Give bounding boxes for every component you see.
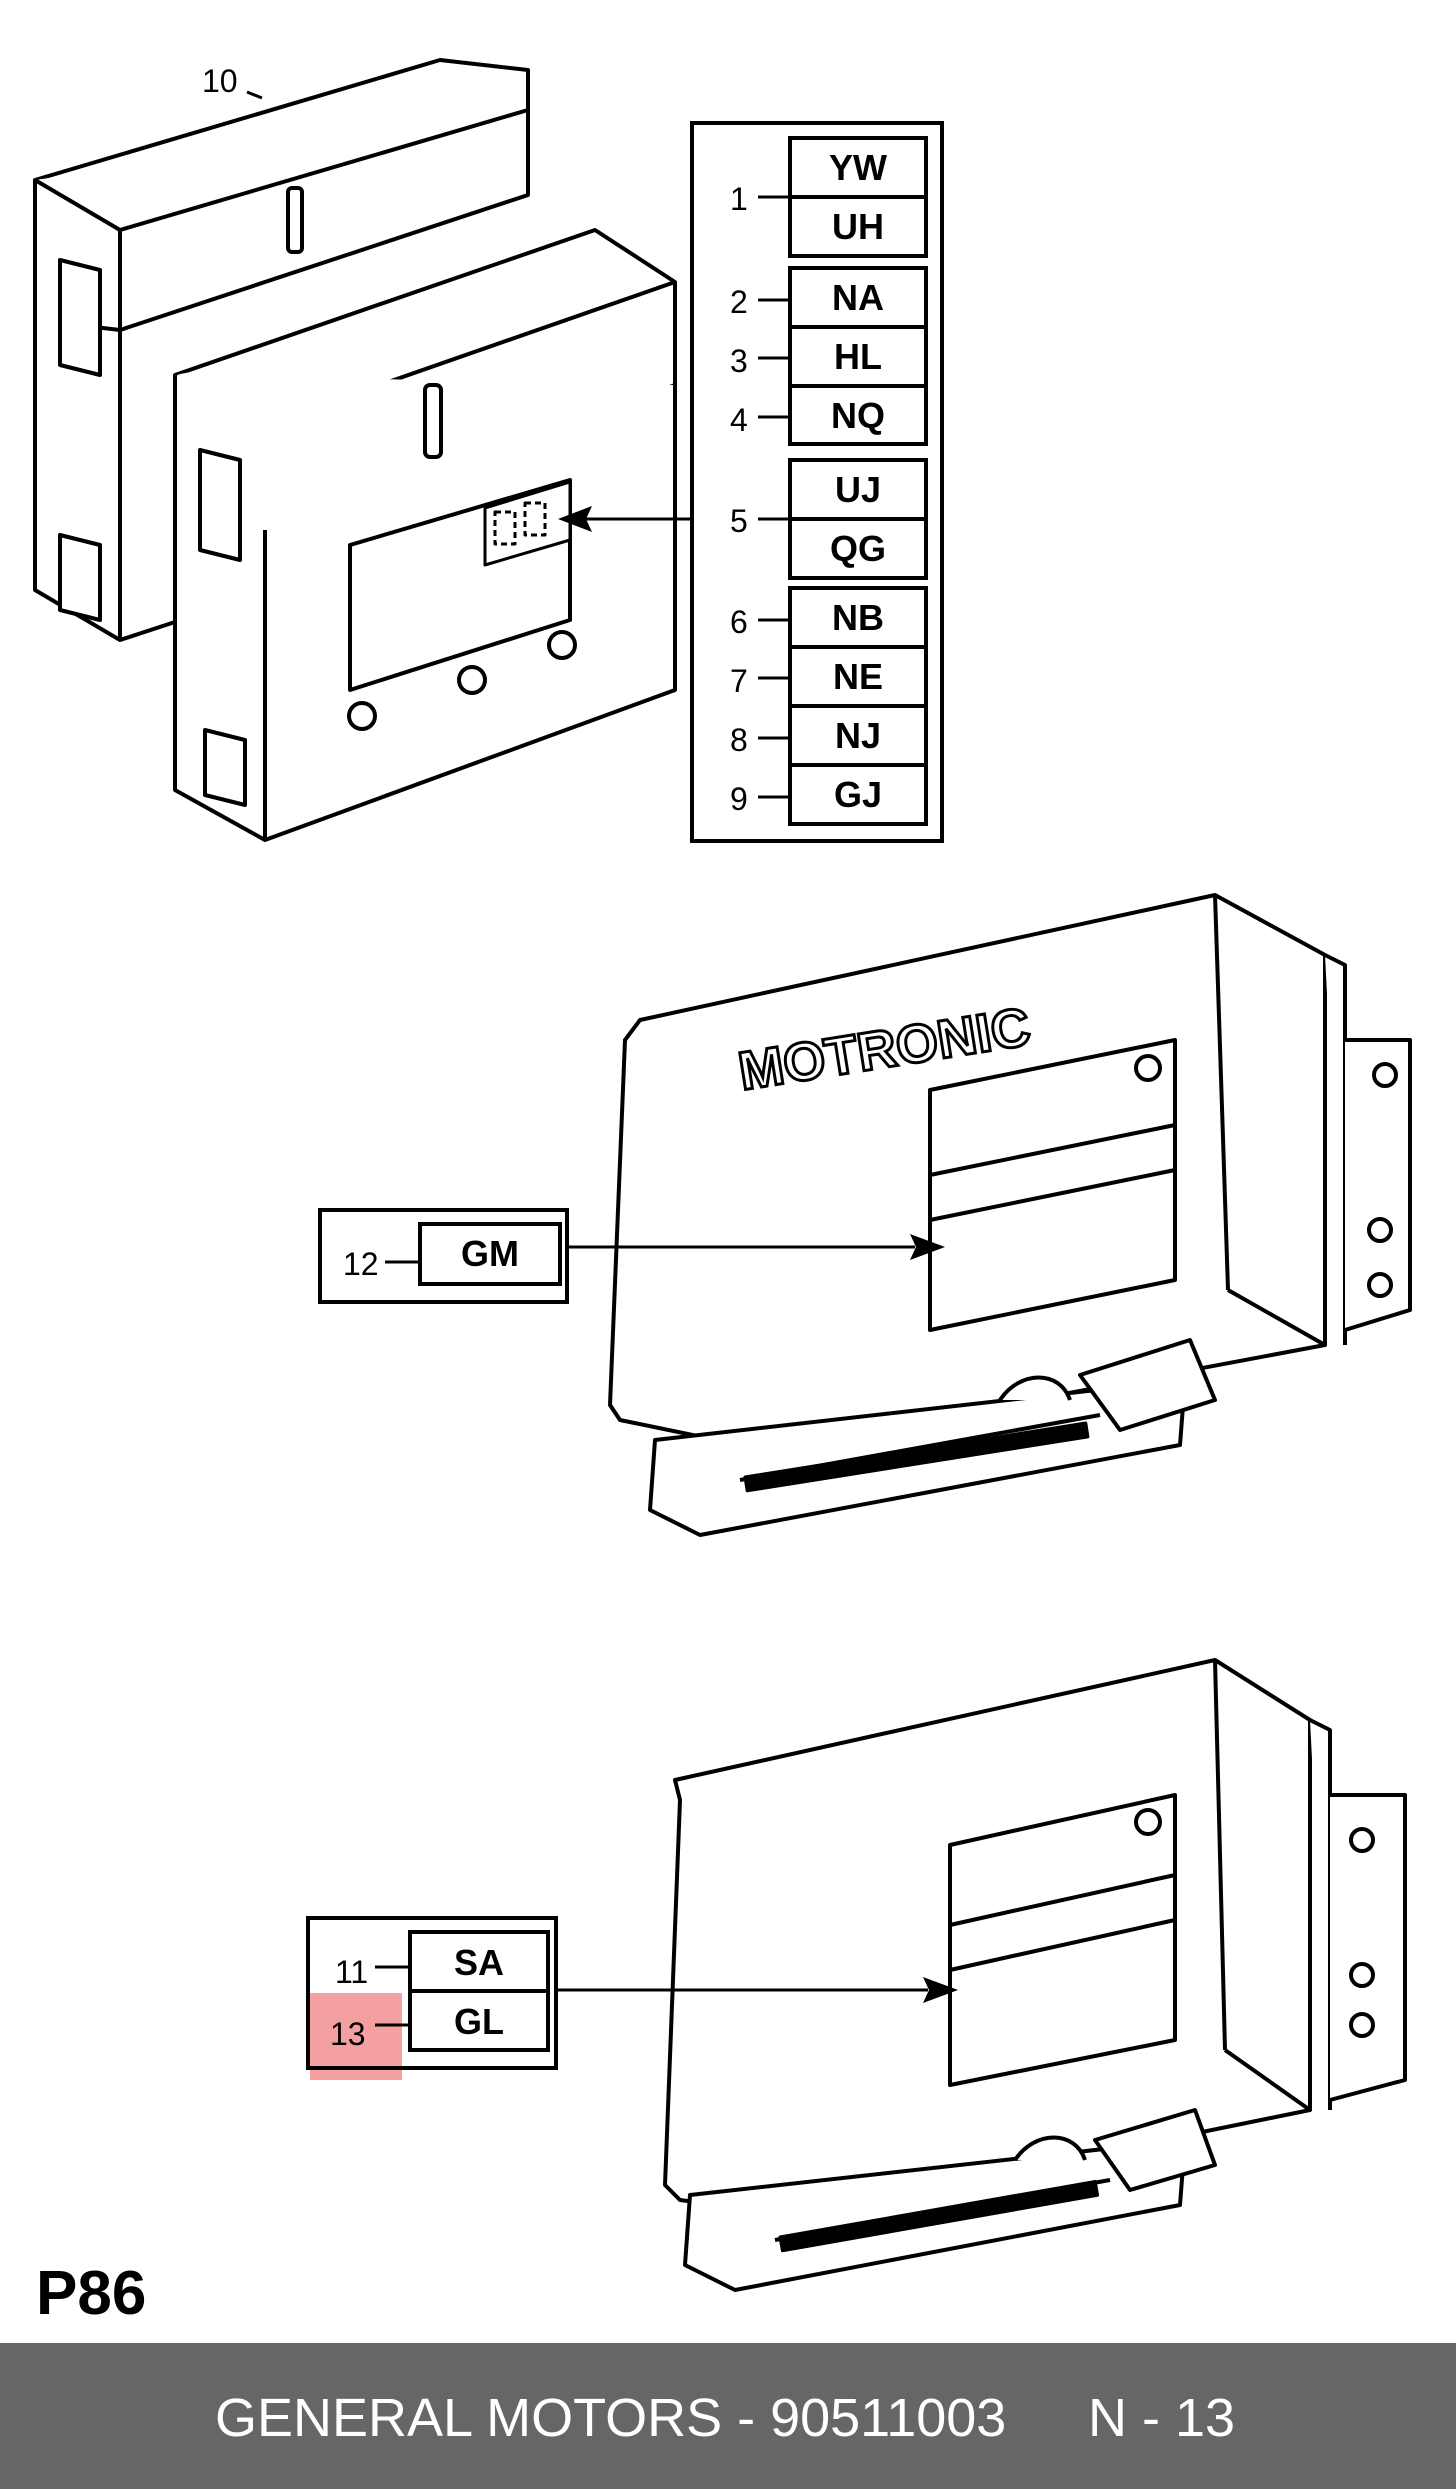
control-unit-front xyxy=(173,228,677,842)
index-2: 2 xyxy=(730,284,748,320)
motronic-connector-ribs xyxy=(743,1421,1090,1493)
parts-diagram: 10 MOTRONIC YW UH NA HL NQ UJ QG NB NE N… xyxy=(33,58,1412,2292)
code-nq: NQ xyxy=(831,395,885,436)
index-5: 5 xyxy=(730,503,748,539)
code-qg: QG xyxy=(830,528,886,569)
code-hl: HL xyxy=(834,336,882,377)
index-12: 12 xyxy=(343,1246,379,1282)
code-gl: GL xyxy=(454,2001,504,2042)
code-sa: SA xyxy=(454,1942,504,1983)
page-code: P86 xyxy=(36,2259,147,2328)
bottom-connector-ribs xyxy=(778,2179,1100,2253)
footer-bar: GENERAL MOTORS - 90511003 N - 13 xyxy=(0,2343,1456,2489)
index-1: 1 xyxy=(730,181,748,217)
code-list-panel: YW UH NA HL NQ UJ QG NB NE NJ GJ 1 2 3 4… xyxy=(690,121,944,843)
code-ne: NE xyxy=(833,656,883,697)
highlight-13 xyxy=(310,1993,402,2080)
code-uj: UJ xyxy=(835,469,881,510)
index-3: 3 xyxy=(730,343,748,379)
index-7: 7 xyxy=(730,663,748,699)
code-gj: GJ xyxy=(834,774,882,815)
control-unit-bottom xyxy=(663,1658,1407,2292)
index-4: 4 xyxy=(730,402,748,438)
code-yw: YW xyxy=(829,147,887,188)
bottom-code-box: 11 13 SA GL xyxy=(306,1916,958,2080)
middle-code-box: 12 GM xyxy=(318,1208,945,1304)
code-gm: GM xyxy=(461,1233,519,1274)
index-13: 13 xyxy=(330,2016,366,2052)
code-list-arrow xyxy=(558,506,692,532)
footer-part-number: GENERAL MOTORS - 90511003 xyxy=(215,2388,1007,2448)
code-nj: NJ xyxy=(835,715,881,756)
index-8: 8 xyxy=(730,722,748,758)
code-nb: NB xyxy=(832,597,884,638)
code-uh: UH xyxy=(832,206,884,247)
index-11: 11 xyxy=(335,1954,368,1990)
footer-page-ref: N - 13 xyxy=(1088,2388,1236,2448)
index-6: 6 xyxy=(730,604,748,640)
code-na: NA xyxy=(832,277,884,318)
unit-label-10: 10 xyxy=(202,63,238,99)
control-unit-back xyxy=(33,58,530,642)
index-9: 9 xyxy=(730,781,748,817)
